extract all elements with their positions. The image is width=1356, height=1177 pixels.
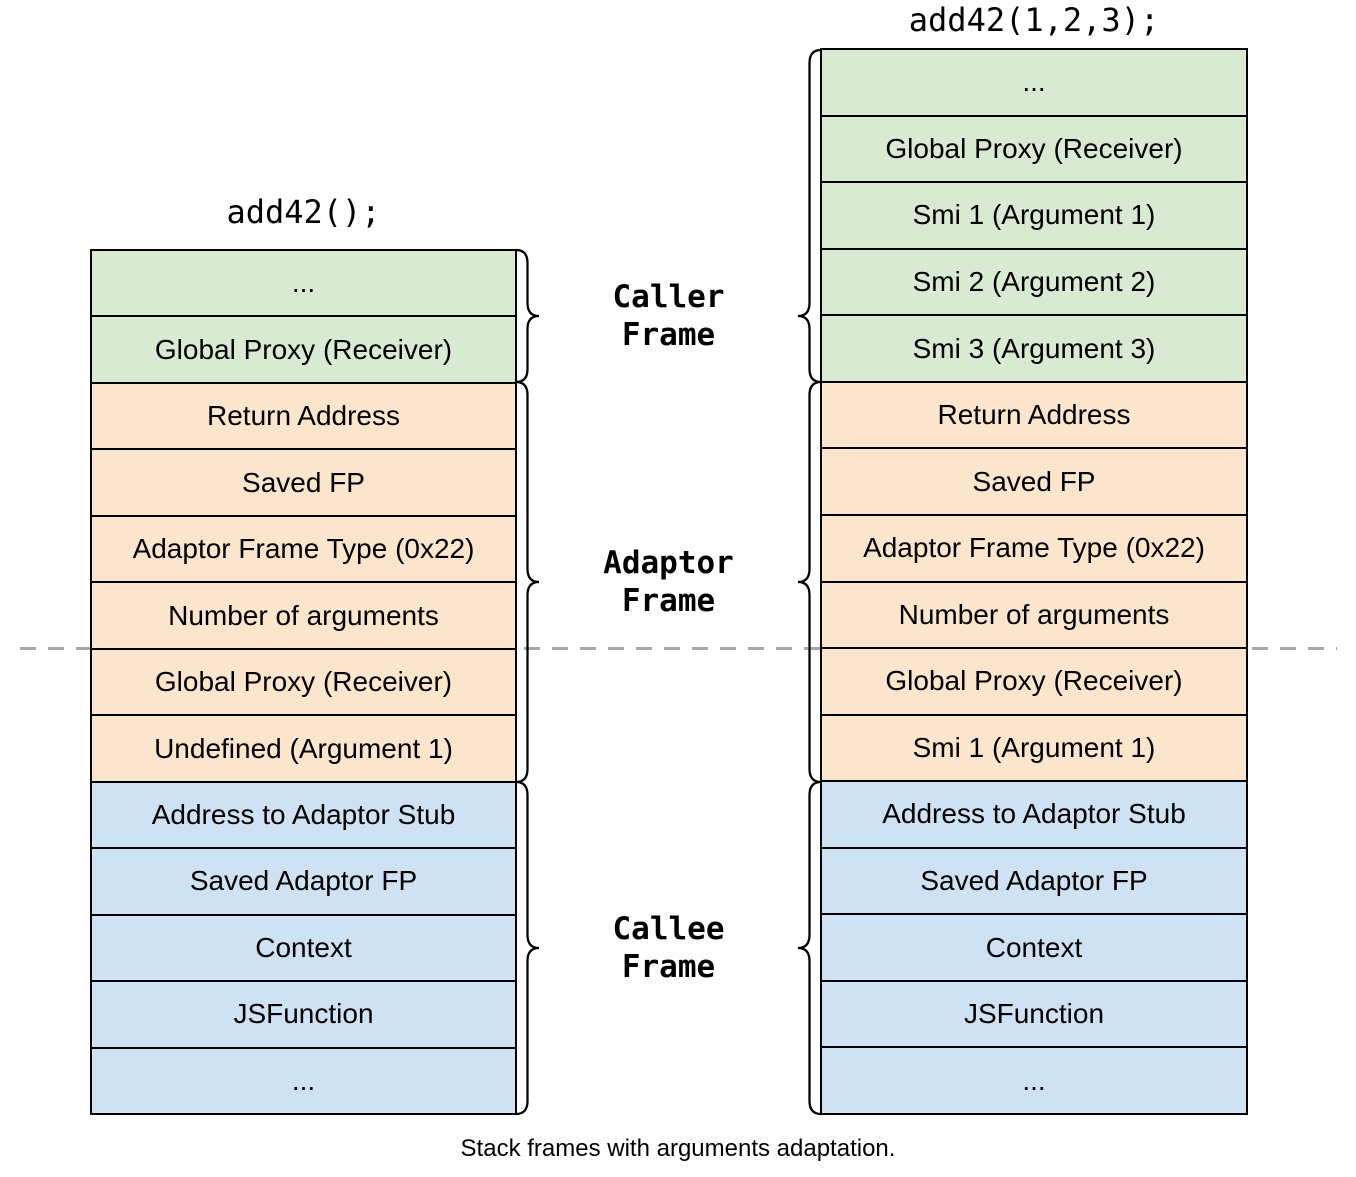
frame-boundary-dashed-line <box>20 647 1337 650</box>
stack-cell-callee: Address to Adaptor Stub <box>92 782 515 850</box>
stack-left: ...Global Proxy (Receiver)Return Address… <box>90 249 517 1115</box>
stack-cell-callee: ... <box>822 1048 1246 1113</box>
caption: Stack frames with arguments adaptation. <box>460 1135 896 1162</box>
stack-cell-callee: ... <box>92 1048 515 1114</box>
stack-cell-adaptor: Number of arguments <box>92 583 515 650</box>
callee-frame-brace-left <box>514 780 540 1116</box>
stack-cell-adaptor: Smi 1 (Argument 1) <box>822 715 1246 783</box>
stack-cell-caller: Smi 1 (Argument 1) <box>822 183 1246 250</box>
callee-frame-brace-right <box>797 780 823 1116</box>
stack-cell-callee: Address to Adaptor Stub <box>822 782 1246 849</box>
stack-cell-adaptor: Adaptor Frame Type (0x22) <box>822 515 1246 583</box>
stack-cell-adaptor: Return Address <box>92 383 515 451</box>
caller-frame-brace-left <box>514 248 540 384</box>
stack-cell-callee: Context <box>92 915 515 983</box>
stack-cell-caller: ... <box>92 251 515 318</box>
stack-cell-caller: ... <box>822 50 1246 117</box>
code-label-left: add42(); <box>226 193 381 231</box>
stack-cell-callee: Saved Adaptor FP <box>92 849 515 916</box>
stack-cell-caller: Smi 2 (Argument 2) <box>822 249 1246 317</box>
stack-cell-callee: JSFunction <box>822 981 1246 1049</box>
caller-frame-label: Caller Frame <box>612 279 725 353</box>
stack-cell-adaptor: Global Proxy (Receiver) <box>822 649 1246 716</box>
stack-cell-adaptor: Undefined (Argument 1) <box>92 716 515 783</box>
stack-cell-adaptor: Number of arguments <box>822 582 1246 650</box>
stack-cell-caller: Global Proxy (Receiver) <box>822 116 1246 184</box>
code-label-right: add42(1,2,3); <box>908 1 1160 39</box>
stack-cell-adaptor: Adaptor Frame Type (0x22) <box>92 516 515 584</box>
stack-cell-callee: JSFunction <box>92 982 515 1049</box>
stack-right: ...Global Proxy (Receiver)Smi 1 (Argumen… <box>820 48 1248 1115</box>
stack-cell-adaptor: Saved FP <box>92 450 515 517</box>
stack-cell-adaptor: Saved FP <box>822 449 1246 516</box>
stack-cell-adaptor: Return Address <box>822 382 1246 450</box>
stack-cell-callee: Context <box>822 915 1246 982</box>
caller-frame-brace-right <box>797 48 823 384</box>
stack-cell-callee: Saved Adaptor FP <box>822 848 1246 916</box>
adaptor-frame-label: Adaptor Frame <box>603 545 734 619</box>
stack-cell-caller: Global Proxy (Receiver) <box>92 317 515 384</box>
adaptor-frame-brace-right <box>797 380 823 784</box>
stack-cell-caller: Smi 3 (Argument 3) <box>822 316 1246 383</box>
callee-frame-label: Callee Frame <box>612 911 725 985</box>
stack-cell-adaptor: Global Proxy (Receiver) <box>92 649 515 717</box>
adaptor-frame-brace-left <box>514 380 540 784</box>
